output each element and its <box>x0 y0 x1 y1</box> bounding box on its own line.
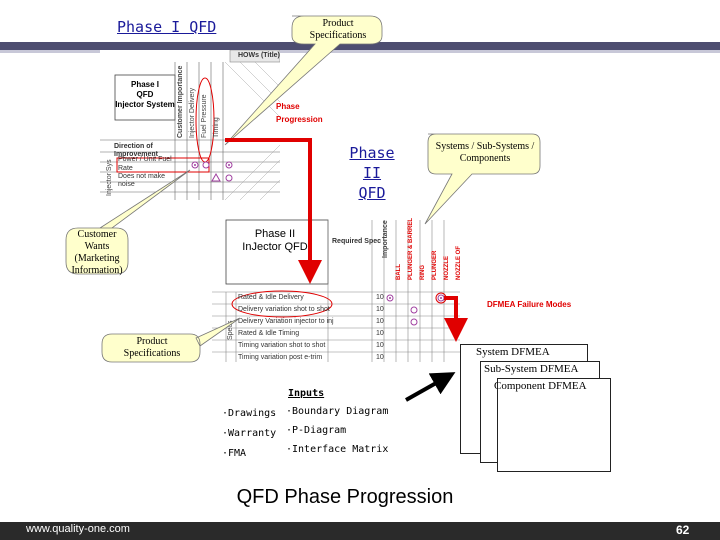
phase2-box-line2: InJector QFD <box>242 241 308 253</box>
inputs-left-3: ·FMA <box>222 448 247 459</box>
inputs-left-2: ·Warranty <box>222 428 277 439</box>
subsystem-dfmea-label: Sub-System DFMEA <box>484 363 579 375</box>
phase1-box-title: Phase I QFD Injector System <box>115 80 175 110</box>
callout-customer-wants-line4: Information) <box>71 265 123 276</box>
header-band <box>0 42 720 50</box>
phase1-box-line3: Injector System <box>115 100 175 109</box>
component-dfmea-doc <box>497 378 611 472</box>
inputs-arrow <box>405 372 456 402</box>
inputs-left-1: ·Drawings <box>222 408 277 419</box>
page-number: 62 <box>676 523 690 537</box>
callout-systems-line2: Components <box>459 153 511 164</box>
inputs-right-3: ·Interface Matrix <box>286 444 389 455</box>
phase1-hows: HOWs (Title) <box>238 52 280 59</box>
phase1-row-3: Does not make <box>118 173 166 180</box>
inputs-heading: Inputs <box>288 388 325 399</box>
callout-product-specs-bottom <box>101 317 241 363</box>
callout-systems-text: Systems / Sub-Systems / Components <box>430 141 540 165</box>
phase2-value-1: 10 <box>376 294 384 301</box>
phase-progression-label: Phase Progression <box>276 100 323 126</box>
header-band-light <box>0 50 720 53</box>
phase2-title: Phase II QFD <box>340 143 404 203</box>
phase1-box-line2: QFD <box>136 90 154 99</box>
phase1-title: Phase I QFD <box>117 18 217 36</box>
system-dfmea-label: System DFMEA <box>476 346 550 358</box>
callout-customer-wants-text: Customer Wants (Marketing Information) <box>64 229 130 277</box>
callout-product-specs-top <box>224 15 383 146</box>
phase1-box-line1: Phase I <box>130 80 159 89</box>
phase2-row-6: Timing variation post e-trim <box>238 354 323 361</box>
callout-systems <box>424 133 541 225</box>
callout-product-specs-top-line1: Product <box>322 18 354 29</box>
callout-customer-wants <box>65 169 191 275</box>
inputs-right-2: ·P-Diagram <box>286 425 347 436</box>
phase2-title-line2: QFD <box>358 184 386 202</box>
phase-progression-line1: Phase <box>276 102 300 111</box>
phase2-value-2: 10 <box>376 306 384 313</box>
callout-customer-wants-line3: (Marketing <box>74 253 120 264</box>
phase2-title-line1: Phase II <box>349 144 395 182</box>
phase2-row-3: Delivery Variation injector to inj <box>238 318 334 325</box>
dfmea-arrow <box>444 296 468 342</box>
phase2-box-line1: Phase II <box>254 228 296 240</box>
callout-customer-wants-line1: Customer <box>77 229 117 240</box>
inputs-right-1: ·Boundary Diagram <box>286 406 389 417</box>
phase2-row-1: Rated & Idle Delivery <box>238 294 304 301</box>
phase1-direction: Direction of Improvement <box>114 143 158 158</box>
phase2-value-4: 10 <box>376 330 384 337</box>
callout-product-specs-top-line2: Specifications <box>309 30 367 41</box>
callout-product-specs-top-text: Product Specifications <box>296 18 380 42</box>
phase1-matrix <box>100 50 280 200</box>
phase-progression-line2: Progression <box>276 115 323 124</box>
callout-customer-wants-line2: Wants <box>84 241 110 252</box>
phase2-required-spec: Required Spec <box>332 238 382 245</box>
slide-caption: QFD Phase Progression <box>236 486 454 508</box>
phase2-box-title: Phase II InJector QFD <box>230 228 320 254</box>
callout-systems-line1: Systems / Sub-Systems / <box>435 141 535 152</box>
phase-progression-arrow <box>225 138 322 284</box>
phase2-row-2: Delivery variation shot to shot <box>238 306 330 313</box>
phase2-row-5: Timing variation shot to shot <box>238 342 326 349</box>
phase1-row-4: noise <box>118 181 135 188</box>
footer-bar <box>0 522 720 540</box>
callout-product-specs-bottom-line2: Specifications <box>123 348 181 359</box>
dfmea-failure-modes-label: DFMEA Failure Modes <box>487 300 572 309</box>
phase2-value-3: 10 <box>376 318 384 325</box>
phase2-value-5: 10 <box>376 342 384 349</box>
phase2-value-6: 10 <box>376 354 384 361</box>
component-dfmea-label: Component DFMEA <box>494 380 587 392</box>
callout-product-specs-bottom-text: Product Specifications <box>112 336 192 360</box>
phase1-row-2: Rate <box>118 165 133 172</box>
phase2-row-4: Rated & Idle Timing <box>238 330 300 337</box>
footer-url[interactable]: www.quality-one.com <box>26 523 130 535</box>
callout-product-specs-bottom-line1: Product <box>136 336 168 347</box>
phase1-row-1: Power / Unit Fuel <box>118 156 172 163</box>
